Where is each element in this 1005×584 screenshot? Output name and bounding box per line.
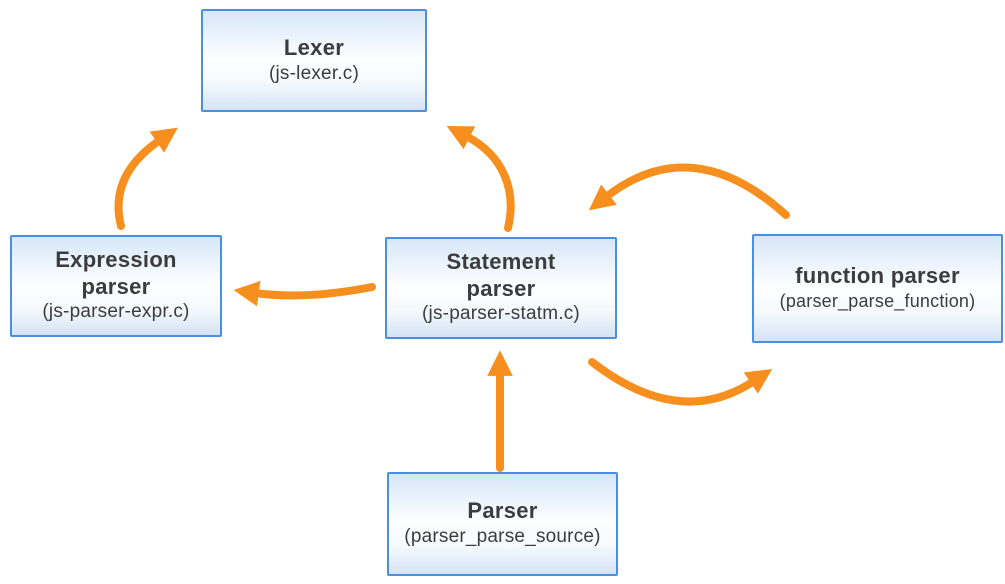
node-parser-subtitle: (parser_parse_source) [404, 526, 601, 548]
node-expression-parser: Expression parser (js-parser-expr.c) [10, 235, 222, 337]
node-parser-title: Parser [467, 498, 538, 524]
node-lexer-title: Lexer [283, 34, 345, 60]
node-function-parser-title: function parser [795, 263, 960, 289]
node-statement-parser-subtitle: (js-parser-statm.c) [422, 303, 580, 325]
node-expression-parser-title: Expression parser [55, 246, 177, 299]
node-statement-parser-title: Statement parser [446, 248, 556, 301]
node-parser: Parser (parser_parse_source) [387, 472, 618, 576]
arrow-statement-parser-to-expression-parser [233, 280, 376, 307]
node-function-parser: function parser (parser_parse_function) [752, 234, 1003, 343]
node-lexer-subtitle: (js-lexer.c) [268, 62, 359, 84]
node-function-parser-subtitle: (parser_parse_function) [779, 291, 976, 312]
node-statement-parser: Statement parser (js-parser-statm.c) [385, 237, 617, 339]
arrow-statement-parser-to-function-parser [588, 358, 773, 406]
arrow-function-parser-to-statement-parser [588, 163, 790, 219]
arrow-statement-parser-to-lexer [446, 126, 515, 232]
node-lexer: Lexer (js-lexer.c) [201, 9, 427, 112]
arrow-expression-parser-to-lexer [114, 127, 178, 230]
node-expression-parser-subtitle: (js-parser-expr.c) [42, 301, 190, 323]
